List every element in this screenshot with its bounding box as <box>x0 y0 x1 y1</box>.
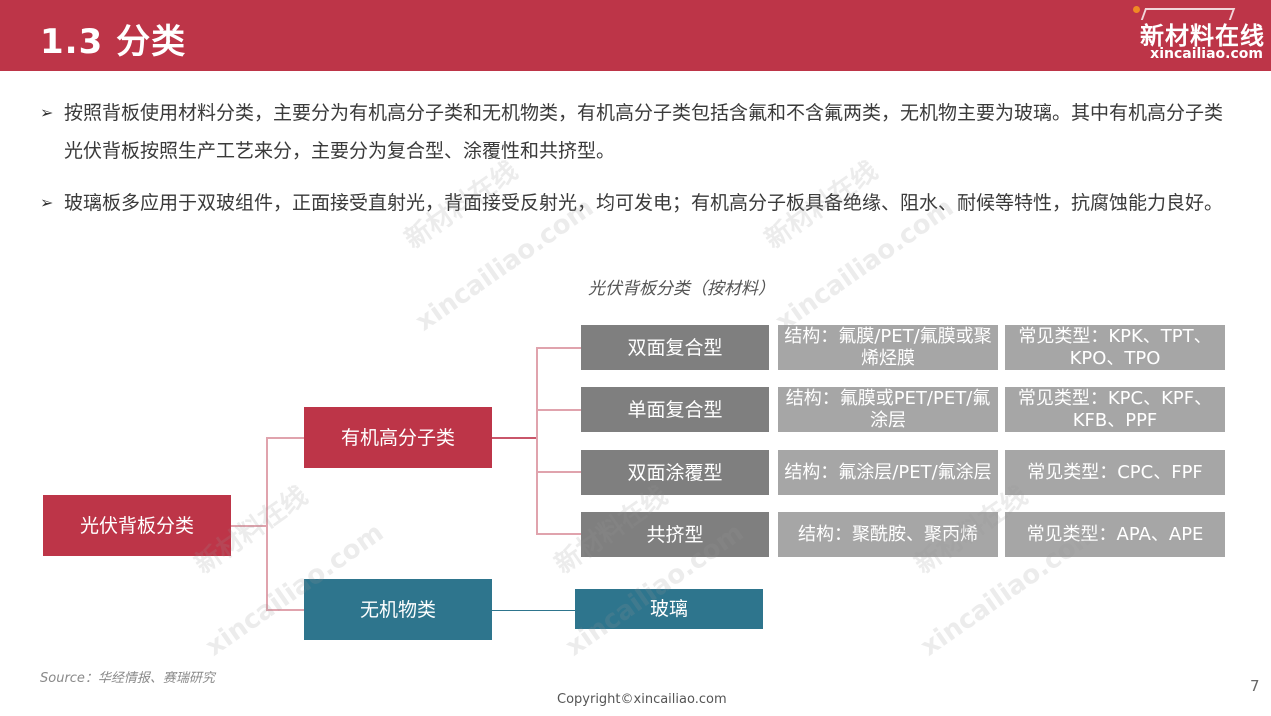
examples-node: 常见类型：APA、APE <box>1005 512 1225 557</box>
copyright: Copyright©xincailiao.com <box>557 692 727 707</box>
examples-label: 常见类型：CPC、FPF <box>1027 461 1203 483</box>
type-node: 共挤型 <box>581 512 769 557</box>
bullet-list: ➢ 按照背板使用材料分类，主要分为有机高分子类和无机物类，有机高分子类包括含氟和… <box>40 94 1230 236</box>
logo-dot-icon <box>1133 6 1140 13</box>
root-node: 光伏背板分类 <box>43 495 231 556</box>
examples-node: 常见类型：KPK、TPT、KPO、TPO <box>1005 325 1225 370</box>
type-node: 双面复合型 <box>581 325 769 370</box>
inorganic-node-label: 无机物类 <box>359 598 436 621</box>
structure-node: 结构：氟膜/PET/氟膜或聚烯烃膜 <box>778 325 998 370</box>
logo-text-cn: 新材料在线 <box>1140 22 1265 50</box>
brand-logo: 新材料在线 xincailiao.com <box>1125 4 1265 66</box>
connector-line <box>536 533 581 535</box>
connector-line <box>266 437 304 439</box>
organic-node: 有机高分子类 <box>304 407 492 468</box>
connector-line <box>266 437 268 610</box>
type-node: 双面涂覆型 <box>581 450 769 495</box>
examples-label: 常见类型：KPC、KPF、KFB、PPF <box>1017 387 1213 431</box>
logo-text-en: xincailiao.com <box>1150 46 1263 62</box>
connector-line <box>266 609 304 611</box>
arrow-bullet-icon: ➢ <box>40 193 54 212</box>
connector-line <box>536 409 581 411</box>
type-label: 共挤型 <box>646 523 704 546</box>
examples-label: 常见类型：APA、APE <box>1026 523 1204 545</box>
page-number: 7 <box>1250 677 1260 695</box>
connector-line <box>536 471 581 473</box>
type-label: 双面复合型 <box>627 336 723 359</box>
organic-node-label: 有机高分子类 <box>340 426 455 449</box>
structure-node: 结构：氟涂层/PET/氟涂层 <box>778 450 998 495</box>
structure-label: 结构：氟膜/PET/氟膜或聚烯烃膜 <box>784 325 992 369</box>
diagram-title: 光伏背板分类（按材料） <box>588 279 775 299</box>
examples-node: 常见类型：CPC、FPF <box>1005 450 1225 495</box>
connector-line <box>231 525 267 527</box>
bullet-text: 按照背板使用材料分类，主要分为有机高分子类和无机物类，有机高分子类包括含氟和不含… <box>64 102 1224 162</box>
structure-node: 结构：氟膜或PET/PET/氟涂层 <box>778 387 998 432</box>
glass-node-label: 玻璃 <box>649 598 688 620</box>
type-label: 单面复合型 <box>627 398 723 421</box>
structure-node: 结构：聚酰胺、聚丙烯 <box>778 512 998 557</box>
root-node-label: 光伏背板分类 <box>79 514 194 537</box>
structure-label: 结构：氟膜或PET/PET/氟涂层 <box>785 387 991 431</box>
structure-label: 结构：聚酰胺、聚丙烯 <box>798 523 978 545</box>
arrow-bullet-icon: ➢ <box>40 103 54 122</box>
bullet-text: 玻璃板多应用于双玻组件，正面接受直射光，背面接受反射光，均可发电；有机高分子板具… <box>64 192 1224 214</box>
type-label: 双面涂覆型 <box>627 461 723 484</box>
inorganic-node: 无机物类 <box>304 579 492 640</box>
structure-label: 结构：氟涂层/PET/氟涂层 <box>784 461 992 483</box>
source-note: Source：华经情报、赛瑞研究 <box>40 671 215 686</box>
type-node: 单面复合型 <box>581 387 769 432</box>
connector-line <box>492 437 537 439</box>
examples-node: 常见类型：KPC、KPF、KFB、PPF <box>1005 387 1225 432</box>
connector-line <box>536 347 581 349</box>
slide-title: 1.3 分类 <box>40 22 187 62</box>
slide-header: 1.3 分类 新材料在线 xincailiao.com <box>0 0 1271 71</box>
connector-line <box>536 347 538 534</box>
connector-line <box>492 610 575 611</box>
examples-label: 常见类型：KPK、TPT、KPO、TPO <box>1018 325 1212 369</box>
bullet-item: ➢ 玻璃板多应用于双玻组件，正面接受直射光，背面接受反射光，均可发电；有机高分子… <box>40 184 1230 222</box>
bullet-item: ➢ 按照背板使用材料分类，主要分为有机高分子类和无机物类，有机高分子类包括含氟和… <box>40 94 1230 170</box>
glass-node: 玻璃 <box>575 589 763 629</box>
